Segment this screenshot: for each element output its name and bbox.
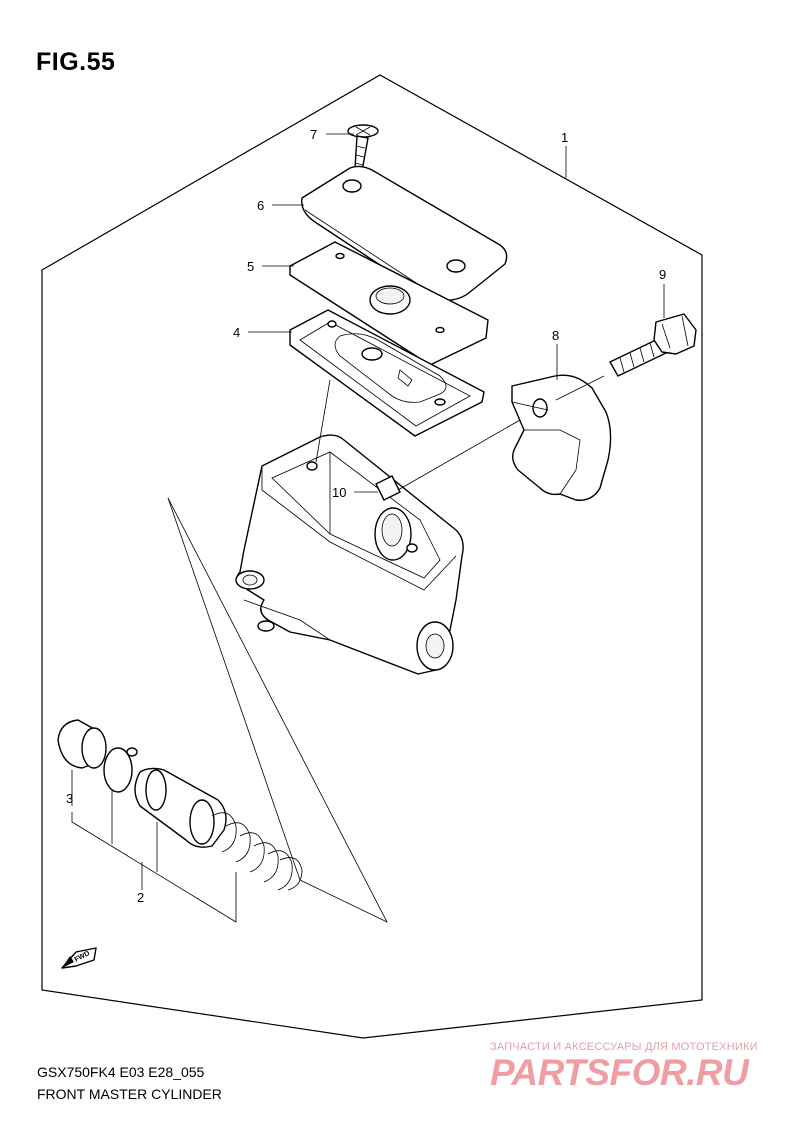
kit-triangle (167, 497, 388, 923)
master-cylinder-body (235, 434, 464, 675)
figure-caption: FRONT MASTER CYLINDER (37, 1086, 222, 1102)
clamp-part (511, 374, 612, 501)
callout-2: 2 (137, 890, 144, 905)
callout-5: 5 (247, 259, 254, 274)
callout-8: 8 (552, 328, 559, 343)
plate-part (289, 241, 489, 366)
callout-leaders (71, 133, 665, 806)
diaphragm-part (289, 309, 485, 437)
watermark-tagline: ЗАПЧАСТИ И АКСЕССУАРЫ ДЛЯ МОТОТЕХНИКИ (490, 1041, 758, 1053)
callout-10: 10 (332, 485, 346, 500)
kit-bracket (71, 790, 237, 923)
assembly-guide-lines (315, 375, 605, 491)
callout-4: 4 (233, 325, 240, 340)
reservoir-cap-part (301, 165, 508, 302)
model-code: GSX750FK4 E03 E28_055 (37, 1064, 205, 1080)
screw-part (347, 124, 379, 172)
figure-title: FIG.55 (36, 48, 116, 76)
piston-kit-part (57, 719, 303, 891)
callout-3: 3 (66, 791, 73, 806)
callout-7: 7 (310, 127, 317, 142)
callout-1: 1 (561, 130, 568, 145)
assembly-outline (41, 74, 703, 1039)
callout-9: 9 (659, 267, 666, 282)
callout-6: 6 (257, 198, 264, 213)
bolt-part (609, 313, 697, 377)
fwd-arrow-icon: FWD (61, 947, 97, 969)
watermark-logo: PARTSFOR.RU (490, 1052, 749, 1093)
